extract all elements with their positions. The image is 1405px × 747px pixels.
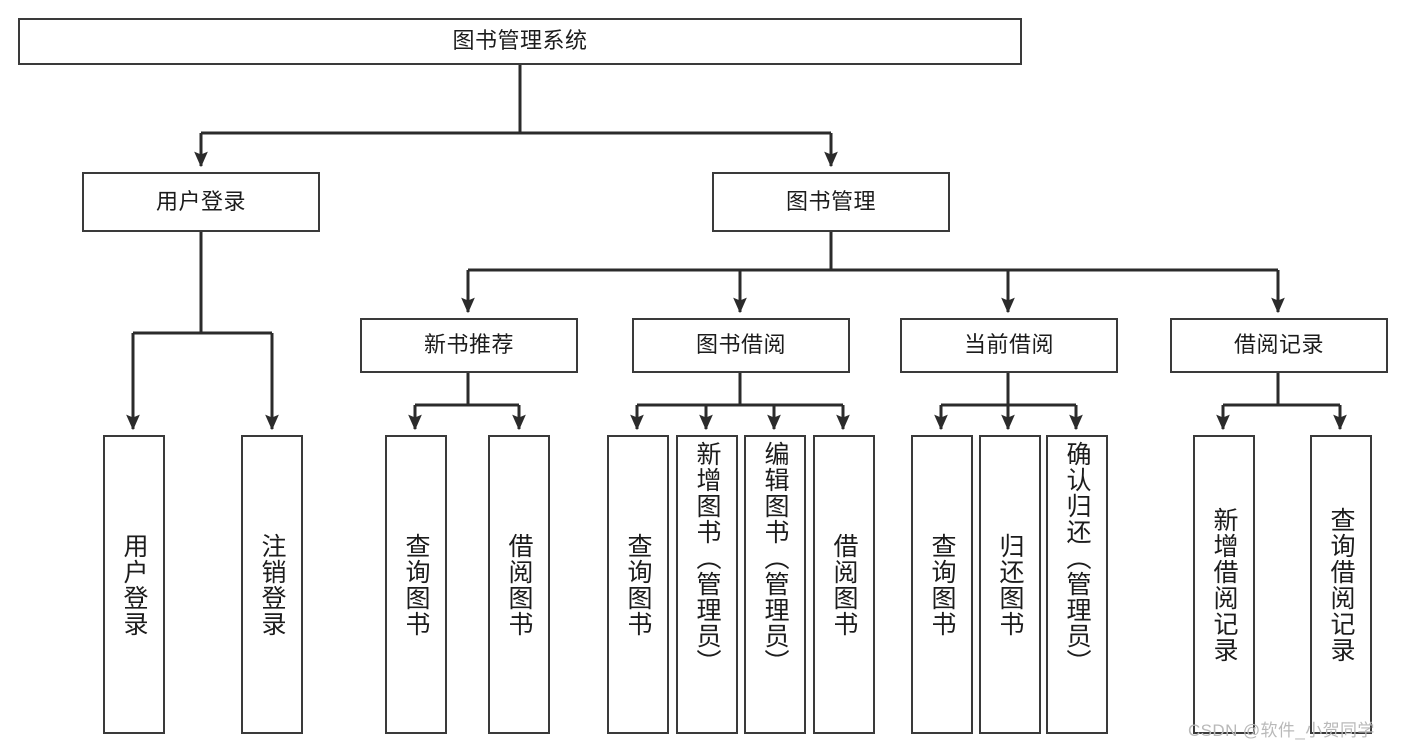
node-leaf-logout-login[interactable]: 注销登录 (241, 435, 303, 734)
node-label: 图书管理系统 (452, 28, 588, 54)
node-label: 借阅记录 (1233, 332, 1324, 358)
node-leaf-confirm-return[interactable]: 确认归还（管理员） (1046, 435, 1108, 734)
node-label: 图书借阅 (695, 332, 786, 358)
node-label: 用户登录 (120, 532, 148, 637)
node-leaf-edit-book[interactable]: 编辑图书（管理员） (744, 435, 806, 734)
node-borrow-record[interactable]: 借阅记录 (1170, 318, 1388, 373)
node-label: 编辑图书（管理员） (761, 441, 789, 675)
node-leaf-query-borrow-record[interactable]: 查询借阅记录 (1310, 435, 1372, 734)
node-label: 查询图书 (402, 532, 430, 637)
node-label: 借阅图书 (830, 532, 858, 637)
node-leaf-borrow-book-2[interactable]: 借阅图书 (813, 435, 875, 734)
node-label: 用户登录 (155, 188, 246, 214)
csdn-watermark: CSDN @软件_小贺同学 (1188, 721, 1375, 740)
node-leaf-query-book-2[interactable]: 查询图书 (607, 435, 669, 734)
node-book-management[interactable]: 图书管理 (712, 172, 950, 232)
node-user-login[interactable]: 用户登录 (82, 172, 320, 232)
node-leaf-return-book[interactable]: 归还图书 (979, 435, 1041, 734)
node-leaf-user-login[interactable]: 用户登录 (103, 435, 165, 734)
node-label: 归还图书 (996, 532, 1024, 637)
node-label: 新增图书（管理员） (693, 441, 721, 675)
node-label: 查询图书 (624, 532, 652, 637)
node-book-borrow[interactable]: 图书借阅 (632, 318, 850, 373)
node-label: 图书管理 (785, 188, 876, 214)
node-current-borrow[interactable]: 当前借阅 (900, 318, 1118, 373)
node-label: 确认归还（管理员） (1063, 441, 1091, 675)
node-leaf-add-borrow-record[interactable]: 新增借阅记录 (1193, 435, 1255, 734)
node-label: 查询图书 (928, 532, 956, 637)
node-leaf-query-book-3[interactable]: 查询图书 (911, 435, 973, 734)
node-root-system[interactable]: 图书管理系统 (18, 18, 1022, 65)
node-leaf-borrow-book-1[interactable]: 借阅图书 (488, 435, 550, 734)
node-label: 当前借阅 (963, 332, 1054, 358)
node-leaf-query-book-1[interactable]: 查询图书 (385, 435, 447, 734)
node-label: 新书推荐 (423, 332, 514, 358)
node-label: 注销登录 (258, 532, 286, 637)
node-label: 借阅图书 (505, 532, 533, 637)
node-label: 新增借阅记录 (1210, 506, 1238, 663)
node-new-book-recommend[interactable]: 新书推荐 (360, 318, 578, 373)
node-leaf-add-book[interactable]: 新增图书（管理员） (676, 435, 738, 734)
node-label: 查询借阅记录 (1327, 506, 1355, 663)
